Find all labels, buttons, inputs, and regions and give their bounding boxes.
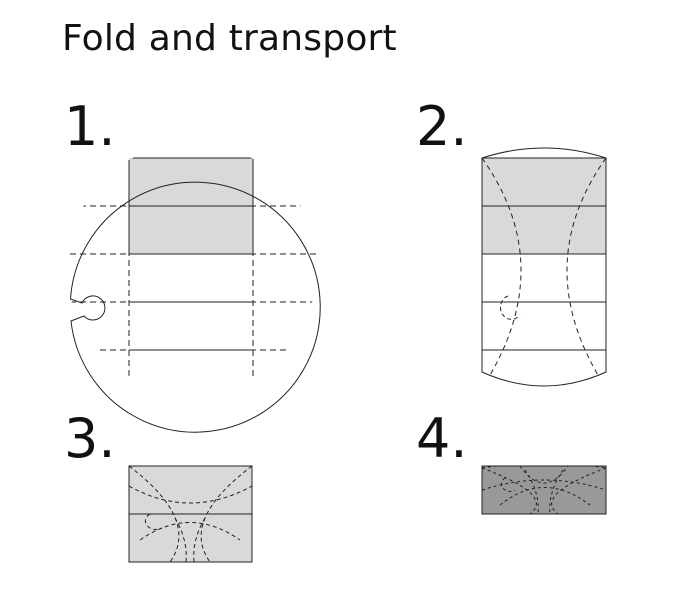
step-3-label: 3. <box>64 407 116 470</box>
step-1-label: 1. <box>64 95 116 158</box>
step-4-label: 4. <box>416 407 468 470</box>
step-1-outline <box>69 181 321 433</box>
step-1-figure <box>67 143 321 433</box>
step-2-figure <box>481 147 607 387</box>
step-2-label: 2. <box>416 95 468 158</box>
diagram-title: Fold and transport <box>62 18 397 59</box>
step-4-figure <box>481 465 607 515</box>
step-4-shaded-area <box>481 465 607 515</box>
step-3-figure <box>128 465 253 563</box>
step-1-grid <box>67 143 317 393</box>
step-2-outline <box>481 147 607 387</box>
